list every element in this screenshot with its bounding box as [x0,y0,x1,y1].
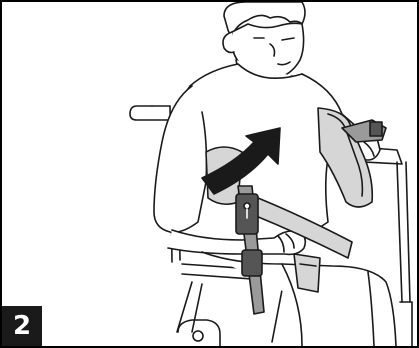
step-number-badge: 2 [2,306,42,346]
wheelchair-positioning-belt-illustration [2,2,417,346]
